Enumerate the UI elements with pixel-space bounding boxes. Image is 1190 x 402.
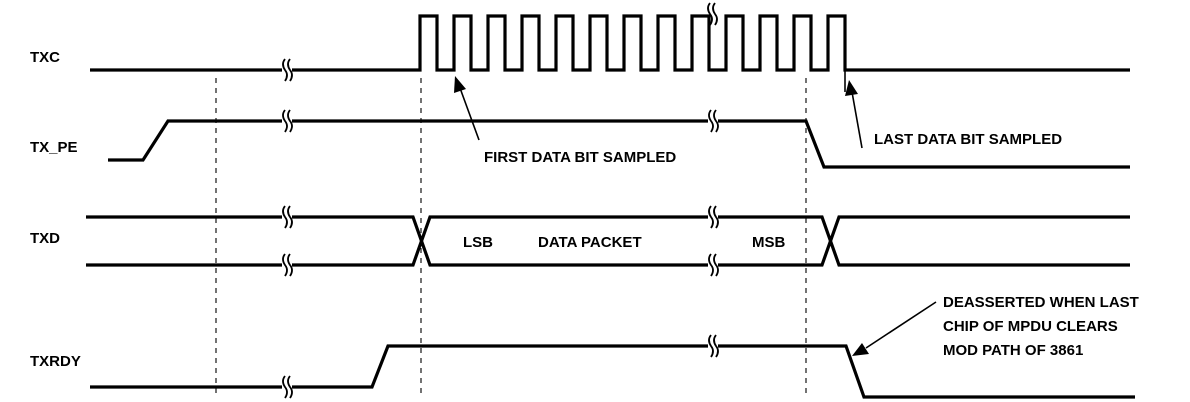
deasserted-annotation-line-1: DEASSERTED WHEN LAST — [943, 294, 1139, 311]
signal-label-txrdy: TXRDY — [30, 353, 81, 370]
txd-break-marks — [282, 205, 719, 277]
deasserted-annotation-line-2: CHIP OF MPDU CLEARS — [943, 318, 1118, 335]
txd-bus-waveform — [86, 215, 1130, 267]
lsb-label: LSB — [463, 234, 493, 251]
deasserted-annotation-line-3: MOD PATH OF 3861 — [943, 342, 1083, 359]
signal-label-txd: TXD — [30, 230, 60, 247]
last-bit-arrow — [844, 45, 863, 149]
txc-break-marks — [282, 2, 718, 82]
data-packet-label: DATA PACKET — [538, 234, 642, 251]
signal-label-tx-pe: TX_PE — [30, 139, 78, 156]
first-bit-arrow — [454, 76, 480, 141]
txc-waveform — [90, 14, 1130, 72]
tx-pe-break-marks — [282, 109, 719, 133]
txrdy-waveform — [90, 344, 1135, 399]
first-bit-annotation: FIRST DATA BIT SAMPLED — [484, 149, 676, 166]
last-bit-annotation: LAST DATA BIT SAMPLED — [874, 131, 1062, 148]
txrdy-break-marks — [282, 334, 719, 399]
signal-label-txc: TXC — [30, 49, 60, 66]
deasserted-arrow — [852, 301, 937, 356]
tx-pe-waveform — [108, 119, 1130, 169]
msb-label: MSB — [752, 234, 786, 251]
